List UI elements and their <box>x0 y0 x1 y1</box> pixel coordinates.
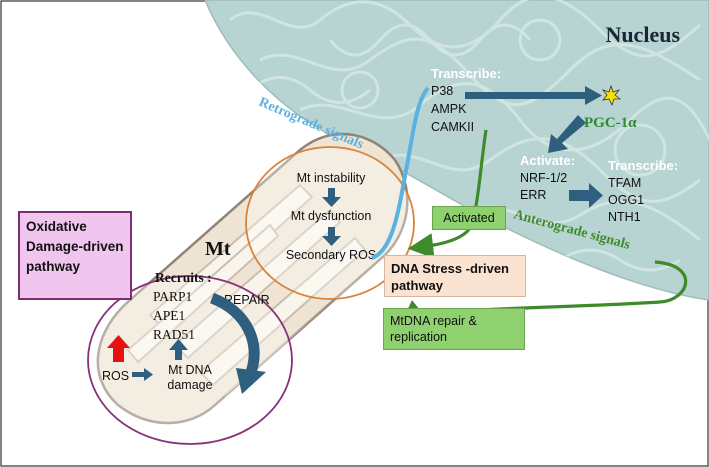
nucleus-region: Nucleus <box>204 0 709 301</box>
ros-label: ROS <box>102 369 129 383</box>
burst-icon <box>601 84 622 107</box>
transcribe-header-2: Transcribe: <box>608 158 678 173</box>
signal-camkii: CAMKII <box>431 120 474 134</box>
dna-stress-text: DNA Stress -driven pathway <box>391 261 509 293</box>
arrow-activate-to-transcribe <box>569 183 603 208</box>
pgc1a-label: PGC-1α <box>584 115 637 131</box>
protein-ape1: APE1 <box>153 308 185 323</box>
protein-parp1: PARP1 <box>153 289 192 304</box>
ros-up-arrow <box>107 335 130 362</box>
signal-p38: P38 <box>431 84 453 98</box>
cascade-dysfunction: Mt dysfunction <box>291 209 372 223</box>
repair-label: REPAIR <box>224 293 270 307</box>
mt-label: Mt <box>205 238 231 260</box>
oxidative-text: Oxidative Damage-driven pathway <box>26 219 124 274</box>
mtdna-repair-text: MtDNA repair & replication <box>390 314 477 344</box>
arrow-p38-to-pgc1a <box>465 86 602 105</box>
arrow-cascade-1 <box>322 188 341 207</box>
mtdna-repair-box: MtDNA repair & replication <box>383 308 525 350</box>
activated-text: Activated <box>443 211 495 225</box>
activated-box: Activated <box>432 206 506 230</box>
oxidative-box: Oxidative Damage-driven pathway <box>18 211 132 300</box>
arrow-cascade-2 <box>322 227 341 246</box>
factor-err: ERR <box>520 188 546 202</box>
repair-arrow <box>209 292 266 394</box>
protein-rad51: RAD51 <box>153 327 195 342</box>
gene-ogg1: OGG1 <box>608 193 644 207</box>
cascade-secondary-ros: Secondary ROS <box>286 248 376 262</box>
retrograde-curve <box>371 86 430 260</box>
arrow-damage-to-recruit <box>169 339 188 360</box>
arrow-pgc1a-down <box>548 115 586 153</box>
arrow-ros-to-damage <box>132 368 153 381</box>
mt-dna-damage: Mt DNA damage <box>167 363 213 392</box>
gene-nth1: NTH1 <box>608 210 641 224</box>
dna-stress-zone <box>245 146 415 300</box>
factor-nrf: NRF-1/2 <box>520 171 567 185</box>
activate-header: Activate: <box>520 153 575 168</box>
mt-dna-damage-wrap: Mt DNA damage <box>167 363 213 392</box>
gene-tfam: TFAM <box>608 176 641 190</box>
dna-stress-box: DNA Stress -driven pathway <box>384 255 526 297</box>
signal-ampk: AMPK <box>431 102 467 116</box>
chromatin-texture <box>229 0 709 272</box>
cascade-instability: Mt instability <box>297 171 367 185</box>
recruits-header: Recruits : <box>155 270 212 285</box>
transcribe-header: Transcribe: <box>431 66 501 81</box>
nucleus-title: Nucleus <box>605 22 680 47</box>
